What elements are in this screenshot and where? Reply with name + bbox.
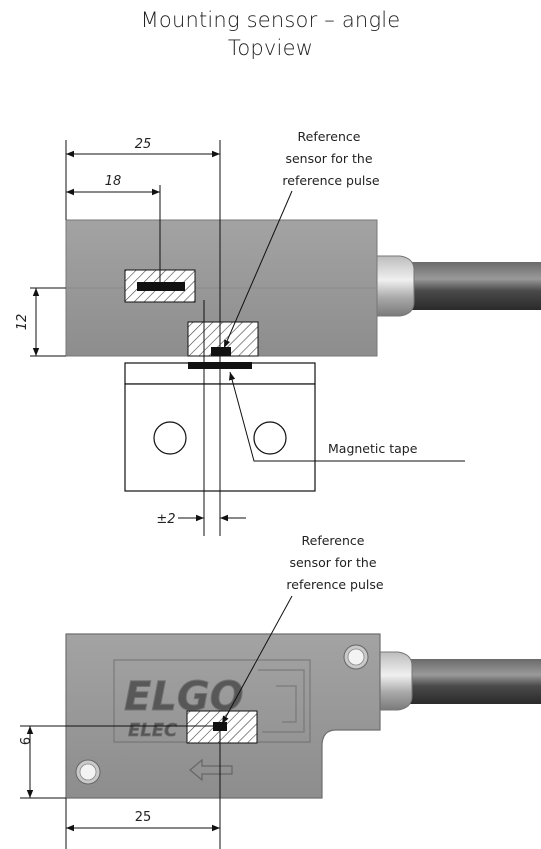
diagram-title-line1: Mounting sensor – angle	[140, 8, 401, 32]
top-cable-gland	[375, 255, 415, 317]
bottom-mount-hole-top-inner	[347, 648, 365, 666]
top-sensor-element	[137, 282, 185, 291]
bottom-cable-gland	[375, 651, 413, 711]
top-view: 25 18 12 ±2 Reference sensor for the ref…	[15, 129, 541, 536]
top-reference-label-line1: Reference	[298, 129, 361, 144]
bottom-reference-label-line1: Reference	[302, 533, 365, 548]
dim-tolerance-label: ±2	[156, 512, 175, 527]
bottom-cable	[410, 659, 541, 704]
bottom-reference-label-line2: sensor for the	[289, 555, 376, 570]
dim-12-label: 12	[15, 314, 30, 331]
diagram-title-line2: Topview	[227, 36, 314, 60]
direction-arrow-icon	[189, 758, 233, 782]
bottom-reference-label: Reference sensor for the reference pulse	[286, 533, 384, 592]
dim-18-label: 18	[105, 174, 122, 189]
tape-label: Magnetic tape	[328, 441, 418, 456]
top-reference-label-line3: reference pulse	[282, 173, 380, 188]
bottom-mount-hole-left-inner	[79, 763, 97, 781]
dim-25-top-label: 25	[135, 137, 152, 152]
bottom-view: ELGO ELEC 9 25 Reference sensor for the …	[16, 533, 541, 849]
top-reference-label: Reference sensor for the reference pulse	[282, 129, 380, 188]
bracket-hole-right	[253, 421, 287, 455]
bottom-reference-leader	[221, 595, 293, 725]
top-reference-label-line2: sensor for the	[285, 151, 372, 166]
bracket-hole-left	[153, 421, 187, 455]
dim-25-bottom-label: 25	[135, 810, 152, 825]
logo-subtext: ELEC	[128, 720, 178, 741]
tape-leader	[228, 371, 465, 462]
top-cable	[410, 262, 541, 310]
top-reference-element	[211, 347, 231, 356]
bottom-reference-label-line3: reference pulse	[286, 577, 384, 592]
dim-9-label: 9	[16, 737, 31, 745]
top-reference-leader	[223, 190, 293, 349]
